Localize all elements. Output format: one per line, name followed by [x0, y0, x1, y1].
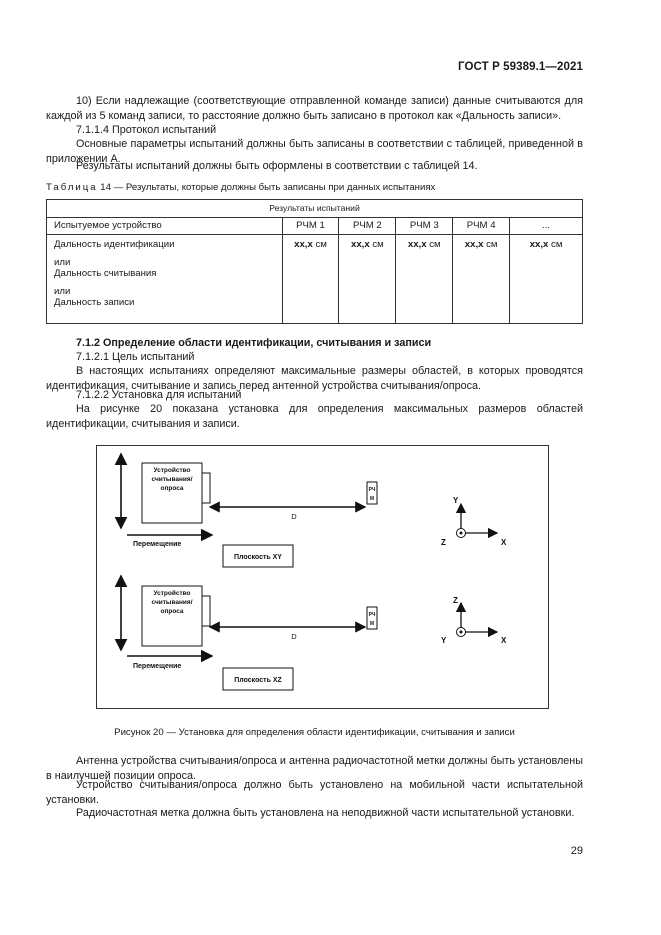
- paragraph-item-10: 10) Если надлежащие (соответствующие отп…: [46, 95, 583, 122]
- paragraph-tag-mount: Радиочастотная метка должна быть установ…: [76, 807, 575, 819]
- axis-origin-dot: [459, 531, 463, 535]
- table-caption-prefix: Таблица: [46, 182, 98, 193]
- column-header: РЧМ 1: [281, 217, 340, 235]
- tag-label-line: М: [370, 621, 374, 627]
- or-label: или: [54, 285, 71, 297]
- reader-device: [141, 585, 203, 647]
- tag-label-line: РЧ: [369, 612, 376, 618]
- movement-label: Перемещение: [133, 663, 181, 670]
- paragraph-reader-mount: Устройство считывания/опроса должно быть…: [46, 779, 583, 806]
- value-cell: хх,х см: [281, 234, 340, 324]
- subsection-7-1-2-2: 7.1.2.2 Установка для испытаний: [76, 389, 242, 401]
- value-unit: см: [426, 239, 441, 250]
- plane-xz-box: [222, 667, 294, 691]
- axis-y-label: Y: [441, 636, 447, 645]
- column-header: ...: [509, 217, 583, 235]
- device-label-line: опроса: [160, 608, 183, 615]
- paragraph-main-params: Основные параметры испытаний должны быть…: [46, 138, 583, 165]
- table-header: Результаты испытаний: [46, 199, 583, 218]
- reader-antenna: [201, 472, 211, 504]
- value-number: хх,х: [529, 239, 549, 250]
- range-read: Дальность считывания: [54, 268, 157, 279]
- axis-z-label: Z: [453, 596, 458, 605]
- table-caption: Таблица 14 — Результаты, которые должны …: [46, 182, 435, 193]
- axis-z-label: Z: [441, 538, 446, 547]
- range-cell: Дальность идентификации или Дальность сч…: [46, 234, 283, 324]
- plane-xz-label: Плоскость XZ: [234, 677, 282, 684]
- figure-20: Устройство считывания/ опроса D РЧ М Пер…: [96, 445, 549, 709]
- section-title: 7.1.2 Определение области идентификации,…: [76, 337, 432, 349]
- distance-label: D: [291, 512, 297, 521]
- value-cell: хх,х см: [395, 234, 454, 324]
- device-label-line: Устройство: [153, 466, 190, 474]
- results-table: Результаты испытаний Испытуемое устройст…: [46, 199, 583, 324]
- setup-diagram: Устройство считывания/ опроса D РЧ М Пер…: [114, 452, 507, 691]
- value-unit: см: [312, 239, 327, 250]
- value-unit: см: [369, 239, 384, 250]
- reader-antenna: [201, 595, 211, 627]
- value-number: хх,х: [407, 239, 427, 250]
- or-label: или: [54, 256, 71, 268]
- subsection-7-1-1-4: 7.1.1.4 Протокол испытаний: [76, 124, 217, 136]
- movement-label: Перемещение: [133, 541, 181, 548]
- tag-label-line: РЧ: [369, 487, 376, 493]
- page-number: 29: [570, 845, 583, 857]
- plane-xy-box: [222, 544, 294, 568]
- value-number: хх,х: [294, 239, 313, 250]
- value-cell: хх,х см: [452, 234, 511, 324]
- rfid-tag: [366, 481, 378, 505]
- axis-y-label: Y: [453, 496, 459, 505]
- table-caption-text: 14 — Результаты, которые должны быть зап…: [100, 182, 436, 193]
- paragraph-purpose: В настоящих испытаниях определяют максим…: [46, 365, 583, 392]
- document-id: ГОСТ Р 59389.1—2021: [458, 61, 583, 73]
- value-cell: хх,х см: [338, 234, 397, 324]
- range-write: Дальность записи: [54, 297, 135, 308]
- subsection-7-1-2-1: 7.1.2.1 Цель испытаний: [76, 351, 195, 363]
- column-header: РЧМ 2: [338, 217, 397, 235]
- value-unit: см: [483, 239, 498, 250]
- value-unit: см: [548, 239, 563, 250]
- figure-caption: Рисунок 20 — Установка для определения о…: [114, 727, 515, 738]
- tag-label-line: М: [370, 496, 374, 502]
- value-number: хх,х: [351, 239, 370, 250]
- device-header: Испытуемое устройство: [46, 217, 283, 235]
- axis-origin-dot: [459, 630, 463, 634]
- value-cell: хх,х см: [509, 234, 583, 324]
- plane-xy-label: Плоскость XY: [234, 554, 282, 561]
- paragraph-antennas: Антенна устройства считывания/опроса и а…: [46, 755, 583, 782]
- axis-x-label: X: [501, 636, 507, 645]
- axis-x-label: X: [501, 538, 507, 547]
- paragraph-results: Результаты испытаний должны быть оформле…: [76, 160, 478, 172]
- rfid-tag: [366, 606, 378, 630]
- value-number: хх,х: [464, 239, 484, 250]
- device-label-line: опроса: [160, 485, 183, 492]
- range-identification: Дальность идентификации: [54, 239, 175, 250]
- device-label-line: Устройство: [153, 589, 190, 597]
- distance-label: D: [291, 632, 297, 641]
- paragraph-setup: На рисунке 20 показана установка для опр…: [46, 403, 583, 430]
- device-label-line: считывания/: [152, 599, 193, 606]
- column-header: РЧМ 3: [395, 217, 454, 235]
- device-label-line: считывания/: [152, 476, 193, 483]
- column-header: РЧМ 4: [452, 217, 511, 235]
